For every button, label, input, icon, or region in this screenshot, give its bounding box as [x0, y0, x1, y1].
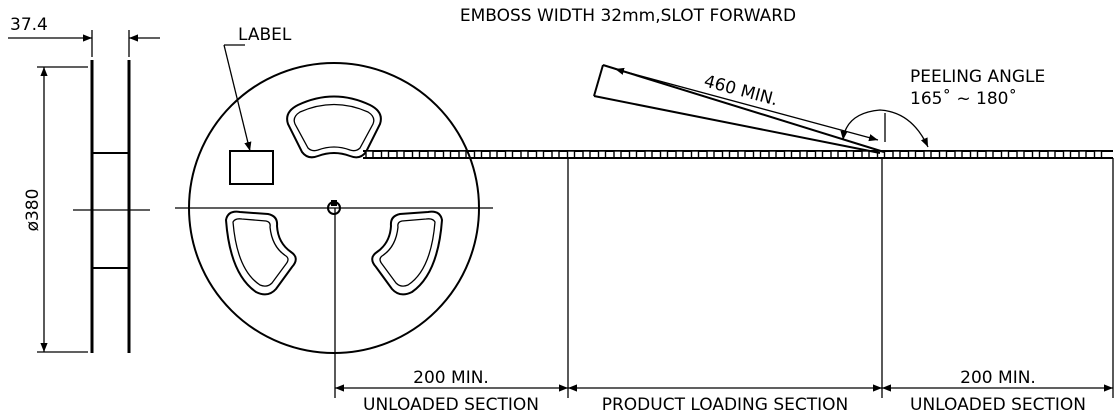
tape-pocket	[1016, 150, 1025, 159]
tape-pocket	[411, 150, 421, 159]
section-label-unloaded-left: UNLOADED SECTION	[363, 395, 539, 415]
tape-pocket	[706, 150, 715, 159]
leader-length-dimension: 460 MIN.	[702, 72, 780, 111]
tape-pocket	[365, 150, 374, 159]
tape-pocket	[969, 150, 979, 159]
tape	[363, 150, 1113, 159]
section-dimension-unloaded-right: 200 MIN.	[960, 368, 1036, 388]
tape-pocket	[737, 150, 746, 159]
peeled-cover-tape	[593, 64, 886, 154]
tape-pocket	[582, 150, 591, 159]
reel-diameter-dimension: ø380	[23, 189, 43, 232]
tape-pocket	[690, 150, 700, 159]
tape-pocket	[628, 150, 638, 159]
tape-pocket	[1093, 150, 1103, 159]
reel-width-dimension: 37.4	[10, 15, 48, 35]
tape-pocket	[768, 150, 777, 159]
tape-pocket	[923, 150, 932, 159]
tape-pocket	[814, 150, 824, 159]
tape-pocket	[938, 150, 948, 159]
tape-pocket	[1000, 150, 1010, 159]
tape-pocket	[954, 150, 963, 159]
tape-pocket	[907, 150, 917, 159]
tape-pocket	[1031, 150, 1041, 159]
tape-pocket	[396, 150, 405, 159]
tape-pocket	[845, 150, 855, 159]
peeling-angle-arc	[840, 109, 929, 148]
section-dividers	[334, 158, 1114, 398]
tape-pocket	[783, 150, 793, 159]
tape-pocket	[644, 150, 653, 159]
tape-pocket	[799, 150, 808, 159]
reel-side-view	[8, 30, 160, 353]
tape-pocket	[458, 150, 467, 159]
tape-pocket	[442, 150, 452, 159]
label-callout: LABEL	[238, 25, 292, 45]
tape-pocket	[830, 150, 839, 159]
tape-pocket	[892, 150, 901, 159]
tape-pocket	[675, 150, 684, 159]
tape-pocket	[1078, 150, 1087, 159]
tape-pocket	[489, 150, 498, 159]
tape-pocket	[752, 150, 762, 159]
section-label-unloaded-right: UNLOADED SECTION	[910, 395, 1086, 415]
tape-pocket	[520, 150, 529, 159]
tape-pocket	[535, 150, 545, 159]
section-label-product-loading: PRODUCT LOADING SECTION	[602, 395, 849, 415]
tape-pocket	[551, 150, 560, 159]
tape-pocket	[659, 150, 669, 159]
tape-pocket	[566, 150, 576, 159]
section-dimension-unloaded-left: 200 MIN.	[413, 368, 489, 388]
tape-pocket	[721, 150, 731, 159]
tape-pocket	[1047, 150, 1056, 159]
drawing-title: EMBOSS WIDTH 32mm,SLOT FORWARD	[460, 6, 796, 26]
tape-pocket	[504, 150, 514, 159]
tape-pocket	[1062, 150, 1072, 159]
tape-pocket	[380, 150, 390, 159]
tape-pocket	[427, 150, 436, 159]
tape-pocket	[597, 150, 607, 159]
peeling-angle-range: 165˚ ~ 180˚	[910, 88, 1017, 109]
tape-pocket	[473, 150, 483, 159]
tape-pocket	[613, 150, 622, 159]
tape-pocket	[985, 150, 994, 159]
tape-pocket	[861, 150, 870, 159]
peeling-angle-title: PEELING ANGLE	[910, 67, 1045, 87]
reel-front-view	[175, 44, 493, 354]
